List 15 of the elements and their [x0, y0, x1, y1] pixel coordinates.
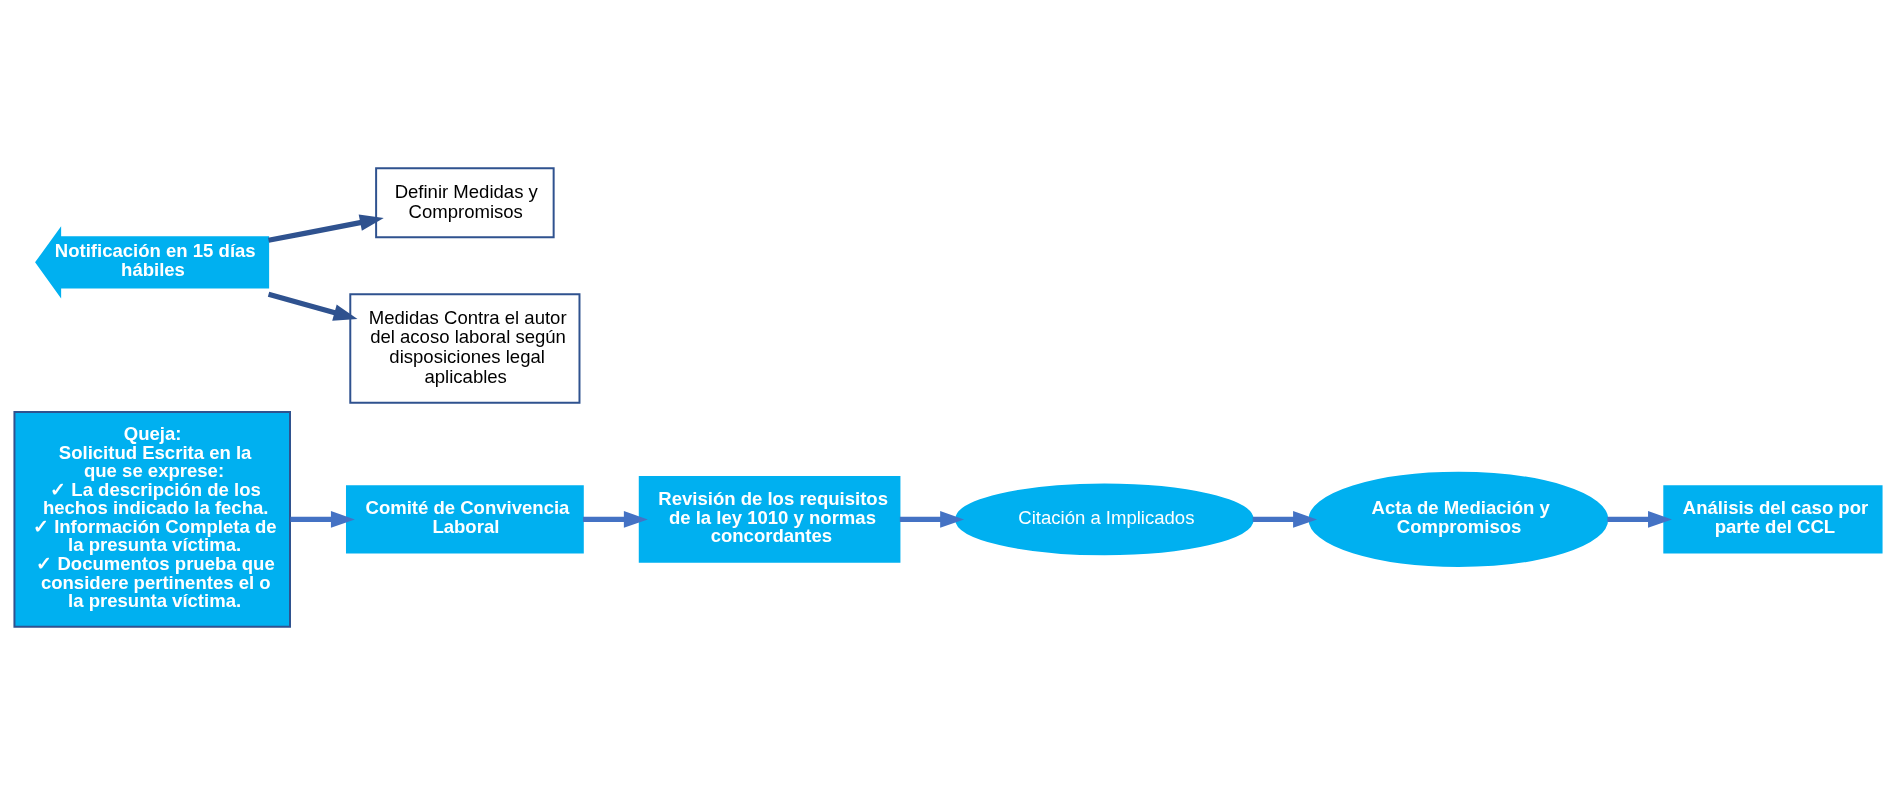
arrow: [583, 510, 648, 528]
arrow: [1252, 510, 1317, 528]
node-box: Queja: Solicitud Escrita en la que se exprese: ✓ La descripción de los hechos indicado la fecha. ✓ Información Completa de la presunta víctima. ✓ Documentos prueba que considere pertinentes el o la presunta víctima.: [13, 410, 291, 628]
node-box: Definir Medidas y Compromisos: [375, 166, 555, 238]
node-box: Comité de Convivencia Laboral: [345, 484, 584, 553]
arrow: [290, 510, 355, 528]
arrow: [899, 510, 965, 528]
node-box: Medidas Contra el autor del acoso laboral según disposiciones legal aplicables: [349, 292, 581, 404]
node-ellipse: Citación a Implicados: [955, 483, 1254, 555]
node-box: Revisión de los requisitos de la ley 1010 y normas concordantes: [638, 475, 901, 563]
arrow: [268, 213, 384, 243]
arrow: [267, 291, 358, 321]
node-ellipse: Acta de Mediación y Compromisos: [1308, 471, 1609, 567]
node-box: Análisis del caso por parte del CCL: [1663, 484, 1883, 553]
arrow: [1607, 510, 1672, 528]
